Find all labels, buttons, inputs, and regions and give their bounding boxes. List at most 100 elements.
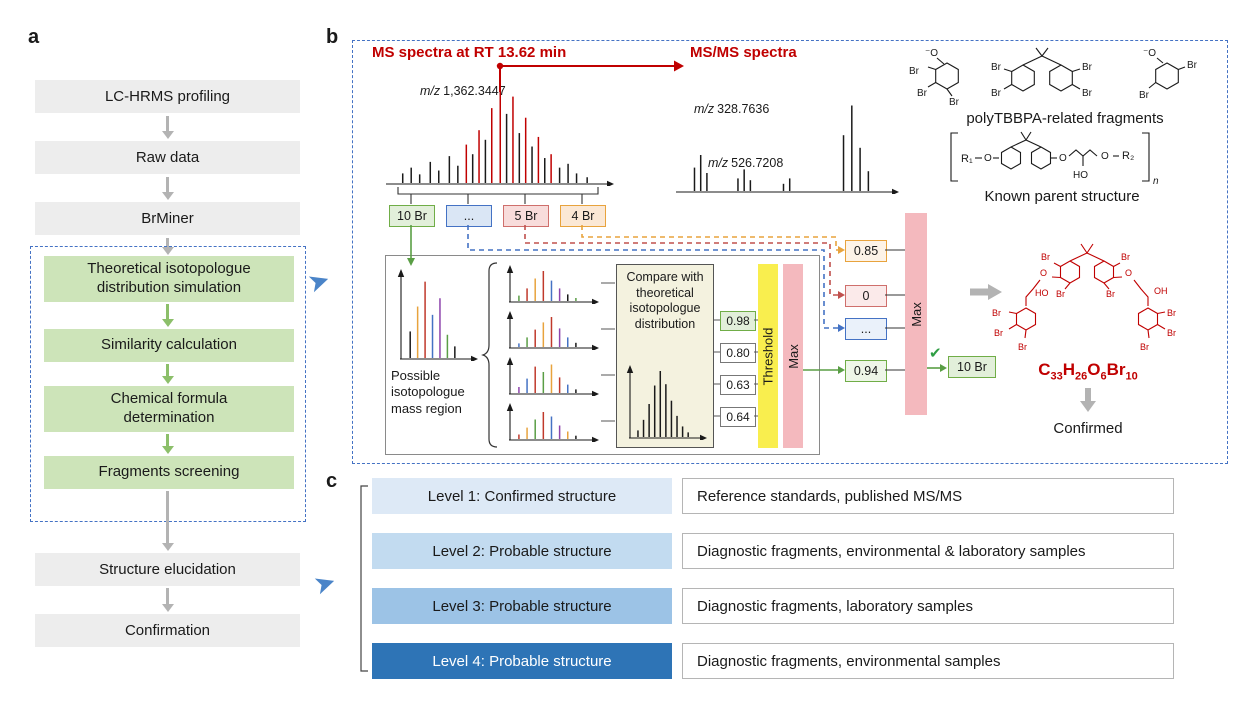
confirmed-label: Confirmed [1053, 420, 1123, 437]
level-4-box: Level 4: Probable structure [372, 643, 672, 679]
down-arrow-icon [161, 588, 174, 612]
atom-label-ominus: ⁻O [925, 48, 938, 59]
down-arrow-icon [161, 177, 174, 200]
output-ellipsis: ... [845, 318, 887, 340]
candidate-spectrum-3 [504, 354, 600, 398]
theoretical-distribution-spectrum [624, 362, 708, 442]
mz-italic: m/z [694, 102, 715, 116]
atom-label-oh: OH [1154, 286, 1168, 296]
output-094: 0.94 [845, 360, 887, 382]
possible-mass-region-label: Possible isotopologue mass region [391, 368, 465, 416]
atom-label-o: O [1125, 268, 1132, 278]
r2-label: R₂ [1122, 150, 1134, 162]
atom-label-br: Br [994, 328, 1003, 338]
atom-label-br: Br [1082, 62, 1093, 73]
atom-label-br: Br [1018, 342, 1027, 352]
threshold-box: Threshold [758, 264, 778, 448]
down-arrow-icon [161, 364, 174, 384]
msms-peak2-value: 526.7208 [731, 156, 784, 170]
result-tag-10br: 10 Br [948, 356, 996, 378]
candidate-structure: Br Br Br Br O O HO OH Br Br Br Br Br Br [992, 243, 1176, 352]
inner-max-box: Max [783, 264, 803, 448]
step-raw-data: Raw data [35, 141, 300, 174]
atom-label-o: O [1101, 151, 1109, 162]
tag-ellipsis: ... [446, 205, 492, 227]
score-box-3: 0.63 [720, 375, 756, 395]
atom-label-br: Br [1167, 308, 1176, 318]
msms-spectrum-plot [675, 92, 900, 196]
step-chemical-formula: Chemical formula determination [44, 386, 294, 432]
atom-label-o: O [1059, 153, 1067, 164]
atom-label-br: Br [1121, 252, 1130, 262]
msms-peak1-value: 328.7636 [717, 102, 770, 116]
atom-label-o: O [984, 153, 992, 164]
atom-label-br: Br [991, 62, 1002, 73]
panel-c-label: c [326, 470, 338, 492]
step-theoretical-isotopologue: Theoretical isotopologue distribution si… [44, 256, 294, 302]
parent-caption: Known parent structure [984, 188, 1140, 205]
ms-spectrum-plot [385, 78, 615, 188]
atom-label-o: O [1040, 268, 1047, 278]
atom-label-br: Br [991, 88, 1002, 99]
compare-theoretical-label: Compare with theoretical isotopologue di… [626, 270, 704, 331]
atom-label-br: Br [1140, 342, 1149, 352]
atom-label-ho: HO [1073, 170, 1088, 181]
down-arrow-icon [161, 116, 174, 139]
level-2-criteria: Diagnostic fragments, environmental & la… [682, 533, 1174, 569]
atom-label-br: Br [1056, 289, 1065, 299]
panel-b-dashed-box [352, 40, 1228, 464]
ms-spectra-title: MS spectra at RT 13.62 min [372, 44, 567, 61]
level-3-criteria: Diagnostic fragments, laboratory samples [682, 588, 1174, 624]
down-arrow-icon [161, 238, 174, 255]
atom-label-ominus: ⁻O [1143, 48, 1156, 59]
down-arrow-icon [161, 434, 174, 454]
atom-label-br: Br [1041, 252, 1050, 262]
score-box-1: 0.98 [720, 311, 756, 331]
outer-max-box: Max [905, 213, 927, 415]
atom-label-br: Br [909, 66, 920, 77]
polytbbpa-fragments-structure: ⁻O Br Br Br Br Br Br Br ⁻O Br Br [909, 47, 1198, 108]
flow-arrow-to-b-icon: ➤ [303, 263, 334, 299]
level-1-criteria: Reference standards, published MS/MS [682, 478, 1174, 514]
level-2-box: Level 2: Probable structure [372, 533, 672, 569]
panel-a-label: a [28, 26, 40, 48]
level-1-box: Level 1: Confirmed structure [372, 478, 672, 514]
atom-label-br: Br [1187, 60, 1198, 71]
atom-label-br: Br [1167, 328, 1176, 338]
score-box-2: 0.80 [720, 343, 756, 363]
atom-label-br: Br [917, 88, 928, 99]
step-fragments-screening: Fragments screening [44, 456, 294, 489]
mz-italic: m/z [420, 84, 441, 98]
check-icon: ✔ [929, 345, 942, 362]
flow-arrow-to-c-icon: ➤ [309, 565, 340, 601]
r1-label: R₁ [961, 153, 973, 165]
candidate-spectrum-2 [504, 308, 600, 352]
down-arrow-icon [161, 491, 174, 551]
down-arrow-icon [161, 304, 174, 327]
atom-label-br: Br [949, 97, 960, 108]
outer-max-label: Max [908, 301, 924, 327]
atom-label-br: Br [992, 308, 1001, 318]
inner-max-label: Max [785, 343, 801, 369]
step-structure-elucidation: Structure elucidation [35, 553, 300, 586]
msms-spectra-title: MS/MS spectra [690, 44, 797, 61]
fragments-caption: polyTBBPA-related fragments [966, 110, 1164, 127]
step-confirmation: Confirmation [35, 614, 300, 647]
step-brminer: BrMiner [35, 202, 300, 235]
output-0: 0 [845, 285, 887, 307]
possible-mass-region-spectrum [395, 266, 479, 363]
step-similarity-calculation: Similarity calculation [44, 329, 294, 362]
threshold-label: Threshold [760, 327, 776, 385]
level-3-box: Level 3: Probable structure [372, 588, 672, 624]
n-subscript: n [1153, 176, 1159, 186]
tag-4br: 4 Br [560, 205, 606, 227]
tag-5br: 5 Br [503, 205, 549, 227]
atom-label-br: Br [1106, 289, 1115, 299]
output-085: 0.85 [845, 240, 887, 262]
atom-label-br: Br [1139, 90, 1150, 101]
atom-label-ho: HO [1035, 288, 1049, 298]
level-4-criteria: Diagnostic fragments, environmental samp… [682, 643, 1174, 679]
